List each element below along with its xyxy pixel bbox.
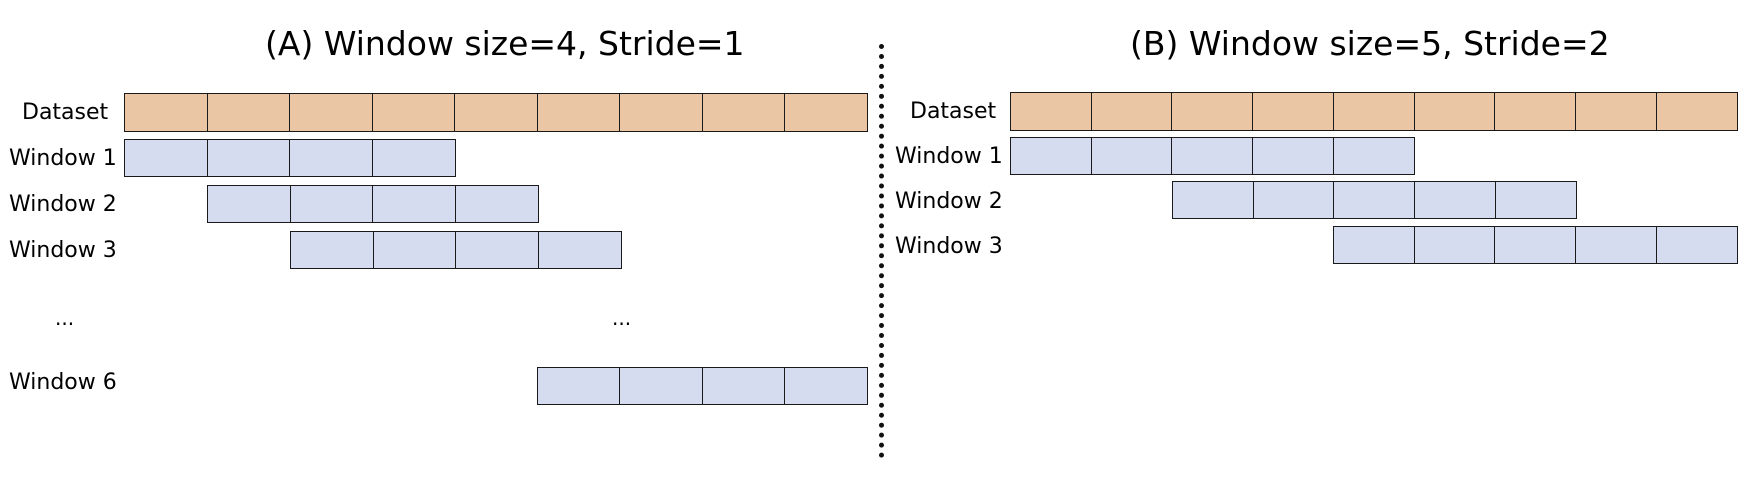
panel-b-dataset-cell bbox=[1010, 92, 1093, 131]
panel-b-title: (B) Window size=5, Stride=2 bbox=[1130, 24, 1610, 63]
panel-a-dataset-cell bbox=[206, 93, 291, 132]
panel-b-window-cell bbox=[1494, 181, 1578, 219]
panel-a-window-3-label: Window 3 bbox=[9, 238, 117, 263]
panel-divider bbox=[879, 44, 884, 458]
panel-b-window-cell bbox=[1655, 226, 1739, 264]
panel-b-window-cell bbox=[1575, 226, 1658, 264]
panel-a-window-cell bbox=[371, 139, 456, 177]
panel-b-window-cell bbox=[1171, 137, 1254, 175]
panel-a-window-cell bbox=[619, 367, 704, 405]
panel-a-window-6-strip bbox=[537, 367, 868, 405]
panel-b-window-cell bbox=[1090, 137, 1173, 175]
panel-b-dataset-cell bbox=[1413, 92, 1496, 131]
panel-b-dataset-cell bbox=[1575, 92, 1658, 131]
panel-a-window-cell bbox=[206, 139, 291, 177]
panel-a-window-1-strip bbox=[124, 139, 456, 177]
panel-b-window-cell bbox=[1010, 137, 1093, 175]
panel-a-window-cell bbox=[372, 185, 457, 223]
panel-a-dataset-cell bbox=[701, 93, 786, 132]
panel-a-window-cell bbox=[290, 231, 375, 269]
panel-b-window-3-strip bbox=[1333, 226, 1739, 264]
panel-a-dataset-cell bbox=[784, 93, 868, 132]
panel-b-window-3-label: Window 3 bbox=[895, 234, 1003, 259]
panel-b-window-2-label: Window 2 bbox=[895, 189, 1003, 214]
panel-a-window-cell bbox=[784, 367, 868, 405]
panel-a-window-cell bbox=[454, 185, 539, 223]
panel-b-window-cell bbox=[1494, 226, 1577, 264]
panel-a-title: (A) Window size=4, Stride=1 bbox=[265, 24, 745, 63]
panel-b-dataset-strip bbox=[1010, 92, 1738, 131]
panel-b-window-cell bbox=[1252, 137, 1335, 175]
panel-b-dataset-cell bbox=[1655, 92, 1738, 131]
panel-a-window-3-strip bbox=[290, 231, 622, 269]
panel-b-dataset-cell bbox=[1090, 92, 1173, 131]
panel-a-dataset-cell bbox=[124, 93, 208, 132]
panel-b-window-cell bbox=[1333, 226, 1416, 264]
panel-a-dataset-cell bbox=[536, 93, 621, 132]
panel-a-dataset-strip bbox=[124, 93, 868, 132]
panel-a-window-6-label: Window 6 bbox=[9, 370, 117, 395]
panel-b-window-cell bbox=[1332, 137, 1416, 175]
panel-a-ellipsis-left: ... bbox=[55, 306, 75, 330]
panel-a-window-cell bbox=[372, 231, 457, 269]
panel-b-window-cell bbox=[1252, 181, 1335, 219]
panel-b-window-1-label: Window 1 bbox=[895, 144, 1003, 169]
panel-a-window-cell bbox=[701, 367, 786, 405]
panel-a-dataset-cell bbox=[454, 93, 538, 132]
panel-a-window-cell bbox=[124, 139, 209, 177]
panel-b-window-2-strip bbox=[1172, 181, 1578, 219]
panel-b-window-1-strip bbox=[1010, 137, 1416, 175]
panel-a-window-2-strip bbox=[207, 185, 539, 223]
panel-b-window-cell bbox=[1413, 226, 1496, 264]
panel-b-dataset-label: Dataset bbox=[910, 99, 997, 124]
panel-b-window-cell bbox=[1333, 181, 1416, 219]
panel-b-window-cell bbox=[1414, 181, 1497, 219]
panel-a-window-cell bbox=[537, 367, 621, 405]
panel-a-window-1-label: Window 1 bbox=[9, 146, 117, 171]
panel-a-window-cell bbox=[455, 231, 540, 269]
panel-a-window-cell bbox=[537, 231, 622, 269]
panel-a-ellipsis-right: ... bbox=[612, 306, 632, 330]
panel-a-window-cell bbox=[289, 185, 374, 223]
panel-a-dataset-cell bbox=[619, 93, 703, 132]
panel-b-dataset-cell bbox=[1332, 92, 1416, 131]
panel-b-dataset-cell bbox=[1171, 92, 1254, 131]
panel-b-dataset-cell bbox=[1494, 92, 1577, 131]
panel-a-dataset-label: Dataset bbox=[22, 100, 109, 125]
panel-a-window-cell bbox=[289, 139, 374, 177]
panel-a-window-cell bbox=[207, 185, 292, 223]
panel-a-dataset-cell bbox=[289, 93, 373, 132]
panel-b-window-cell bbox=[1172, 181, 1255, 219]
panel-b-dataset-cell bbox=[1252, 92, 1335, 131]
panel-a-dataset-cell bbox=[371, 93, 456, 132]
panel-a-window-2-label: Window 2 bbox=[9, 192, 117, 217]
